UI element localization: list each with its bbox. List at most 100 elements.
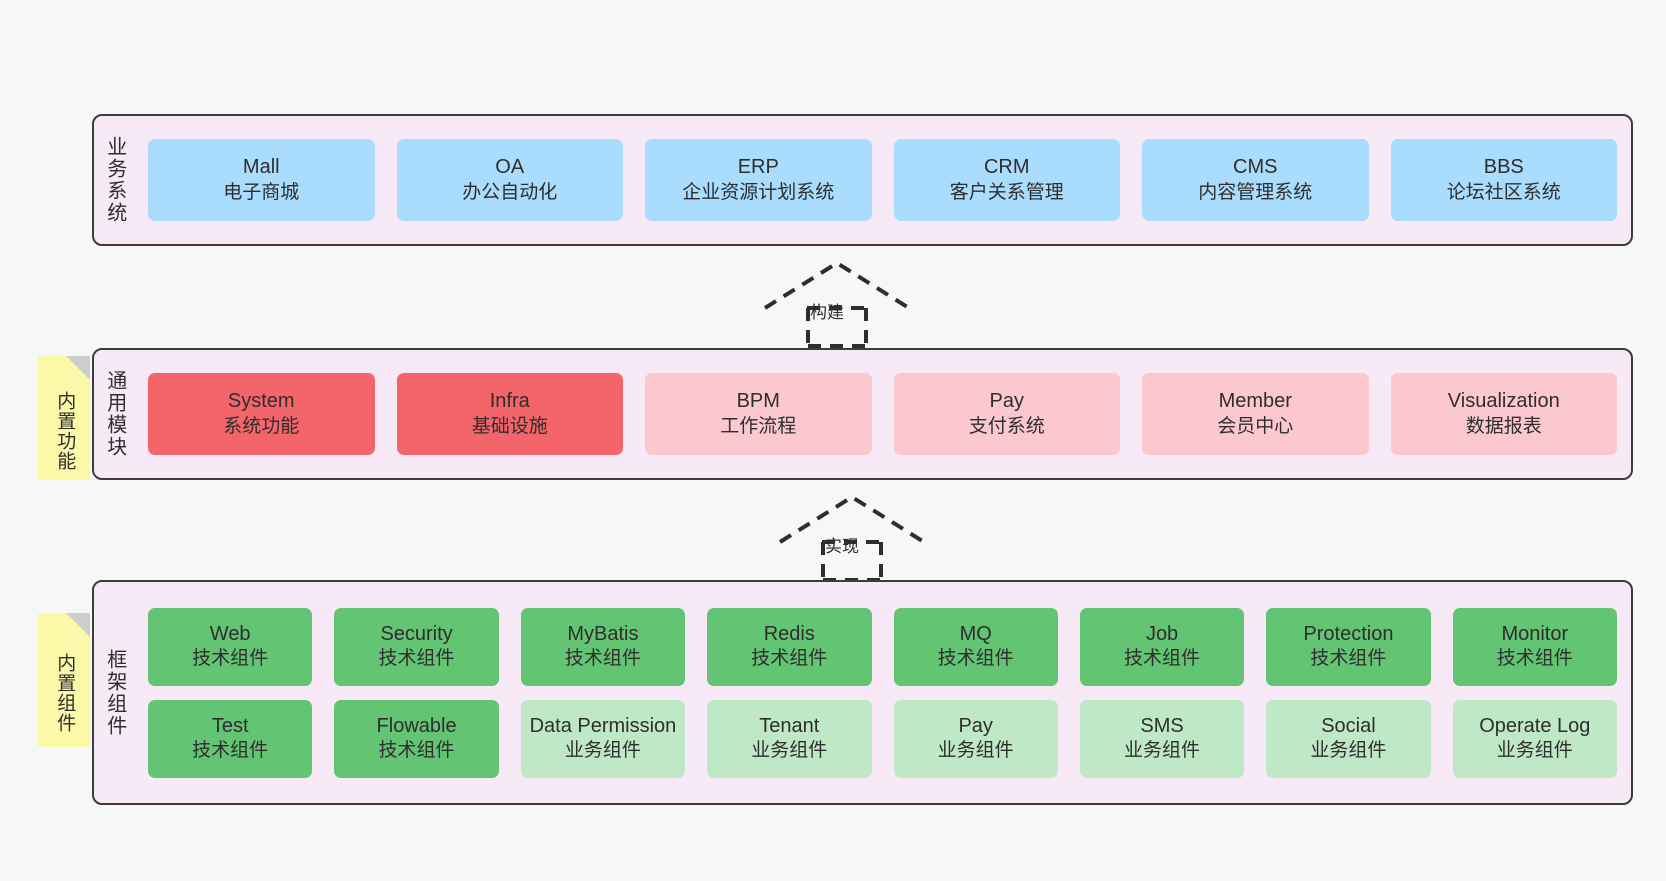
- card-bbs[interactable]: BBS 论坛社区系统: [1390, 139, 1617, 221]
- card-title-cn: 内容管理系统: [1198, 181, 1313, 203]
- card-cms[interactable]: CMS 内容管理系统: [1142, 139, 1369, 221]
- card-row: Mall 电子商城 OA 办公自动化 ERP 企业资源计划系统 CRM 客户关系…: [148, 139, 1617, 221]
- card-title-cn: 技术组件: [1496, 648, 1573, 670]
- layer-label-common-modules: 通用模块: [103, 370, 126, 458]
- card-oa[interactable]: OA 办公自动化: [396, 139, 623, 221]
- card-title-cn: 企业资源计划系统: [682, 181, 835, 203]
- card-title-en: Redis: [763, 622, 815, 645]
- card-title-cn: 电子商城: [223, 181, 300, 203]
- card-title-cn: 技术组件: [751, 648, 828, 670]
- card-title-en: Member: [1218, 390, 1292, 413]
- card-system[interactable]: System 系统功能: [148, 373, 375, 455]
- card-title-en: Monitor: [1501, 622, 1569, 645]
- card-security[interactable]: Security 技术组件: [334, 607, 499, 686]
- card-title-cn: 支付系统: [968, 415, 1045, 437]
- card-title-cn: 业务组件: [564, 740, 641, 762]
- card-title-cn: 业务组件: [1124, 740, 1201, 762]
- sticky-note-label: 内置组件: [54, 653, 76, 733]
- arrow-build-shape: [763, 260, 911, 348]
- layer-body-framework-components: Web 技术组件 Security 技术组件 MyBatis 技术组件 Redi…: [134, 582, 1631, 803]
- card-protection[interactable]: Protection 技术组件: [1266, 607, 1431, 686]
- card-title-en: CMS: [1233, 156, 1278, 179]
- arrow-head-triangle: [763, 260, 911, 310]
- layer-body-business-systems: Mall 电子商城 OA 办公自动化 ERP 企业资源计划系统 CRM 客户关系…: [134, 116, 1631, 244]
- arrow-build-label: 构建: [810, 303, 844, 322]
- card-title-cn: 技术组件: [1310, 648, 1387, 670]
- layer-common-modules: 通用模块 System 系统功能 Infra 基础设施 BPM 工作流程 Pay…: [92, 348, 1633, 480]
- card-title-cn: 会员中心: [1217, 415, 1294, 437]
- card-member[interactable]: Member 会员中心: [1142, 373, 1369, 455]
- card-bpm[interactable]: BPM 工作流程: [645, 373, 872, 455]
- arrow-head-triangle: [778, 494, 926, 544]
- card-sms[interactable]: SMS 业务组件: [1079, 699, 1245, 778]
- card-mq[interactable]: MQ 技术组件: [893, 607, 1058, 686]
- card-title-en: Data Permission: [529, 714, 677, 737]
- card-title-cn: 技术组件: [564, 648, 641, 670]
- card-web[interactable]: Web 技术组件: [148, 607, 313, 686]
- card-title-en: Mall: [242, 156, 280, 179]
- card-crm[interactable]: CRM 客户关系管理: [893, 139, 1120, 221]
- card-title-en: ERP: [737, 156, 779, 179]
- card-title-en: Visualization: [1447, 390, 1560, 413]
- card-title-en: Flowable: [376, 714, 457, 737]
- card-title-en: BBS: [1483, 156, 1524, 179]
- sticky-note-builtin-function: 内置功能: [38, 356, 90, 480]
- card-mall[interactable]: Mall 电子商城: [148, 139, 375, 221]
- card-title-cn: 技术组件: [192, 740, 269, 762]
- card-pay-component[interactable]: Pay 业务组件: [893, 699, 1058, 778]
- card-title-en: Job: [1145, 622, 1179, 645]
- card-title-en: SMS: [1140, 714, 1184, 737]
- card-title-cn: 业务组件: [1310, 740, 1387, 762]
- layer-body-common-modules: System 系统功能 Infra 基础设施 BPM 工作流程 Pay 支付系统…: [134, 350, 1631, 478]
- card-tenant[interactable]: Tenant 业务组件: [707, 699, 872, 778]
- card-monitor[interactable]: Monitor 技术组件: [1452, 607, 1617, 686]
- card-title-en: Operate Log: [1479, 714, 1591, 737]
- card-title-en: System: [227, 390, 295, 413]
- card-title-en: Protection: [1303, 622, 1394, 645]
- card-title-en: MyBatis: [567, 622, 639, 645]
- card-job[interactable]: Job 技术组件: [1079, 607, 1245, 686]
- card-title-cn: 论坛社区系统: [1446, 181, 1561, 203]
- card-mybatis[interactable]: MyBatis 技术组件: [520, 607, 686, 686]
- card-title-cn: 业务组件: [937, 740, 1014, 762]
- card-title-en: Pay: [958, 714, 993, 737]
- card-row: Web 技术组件 Security 技术组件 MyBatis 技术组件 Redi…: [148, 607, 1617, 686]
- card-row: Test 技术组件 Flowable 技术组件 Data Permission …: [148, 699, 1617, 778]
- sticky-note-label: 内置功能: [54, 391, 76, 471]
- card-title-cn: 系统功能: [223, 415, 300, 437]
- card-erp[interactable]: ERP 企业资源计划系统: [645, 139, 872, 221]
- card-data-permission[interactable]: Data Permission 业务组件: [520, 699, 686, 778]
- card-title-cn: 技术组件: [1124, 648, 1201, 670]
- layer-label-business-systems: 业务系统: [103, 136, 126, 224]
- card-redis[interactable]: Redis 技术组件: [707, 607, 872, 686]
- card-title-cn: 业务组件: [751, 740, 828, 762]
- card-social[interactable]: Social 业务组件: [1266, 699, 1431, 778]
- card-title-cn: 技术组件: [378, 648, 455, 670]
- card-title-cn: 业务组件: [1496, 740, 1573, 762]
- card-title-cn: 客户关系管理: [949, 181, 1064, 203]
- sticky-fold-icon: [66, 613, 90, 637]
- card-title-en: Tenant: [759, 714, 820, 737]
- card-title-en: Web: [209, 622, 251, 645]
- card-pay-module[interactable]: Pay 支付系统: [893, 373, 1120, 455]
- card-title-en: Infra: [489, 390, 530, 413]
- card-title-cn: 办公自动化: [462, 181, 558, 203]
- layer-business-systems: 业务系统 Mall 电子商城 OA 办公自动化 ERP 企业资源计划系统 CRM…: [92, 114, 1633, 246]
- card-title-cn: 工作流程: [720, 415, 797, 437]
- card-title-en: Test: [211, 714, 249, 737]
- arrow-build: 构建: [762, 258, 912, 348]
- card-flowable[interactable]: Flowable 技术组件: [334, 699, 499, 778]
- card-title-en: CRM: [983, 156, 1030, 179]
- card-title-cn: 数据报表: [1465, 415, 1542, 437]
- card-title-cn: 基础设施: [471, 415, 548, 437]
- arrow-stem: [806, 308, 868, 348]
- card-test[interactable]: Test 技术组件: [148, 699, 313, 778]
- card-infra[interactable]: Infra 基础设施: [396, 373, 623, 455]
- arrow-implement: 实现: [777, 492, 927, 582]
- card-title-cn: 技术组件: [937, 648, 1014, 670]
- card-operate-log[interactable]: Operate Log 业务组件: [1452, 699, 1617, 778]
- layer-framework-components: 框架组件 Web 技术组件 Security 技术组件 MyBatis 技术组件…: [92, 580, 1633, 805]
- layer-label-framework-components: 框架组件: [103, 648, 126, 737]
- card-visualization[interactable]: Visualization 数据报表: [1390, 373, 1617, 455]
